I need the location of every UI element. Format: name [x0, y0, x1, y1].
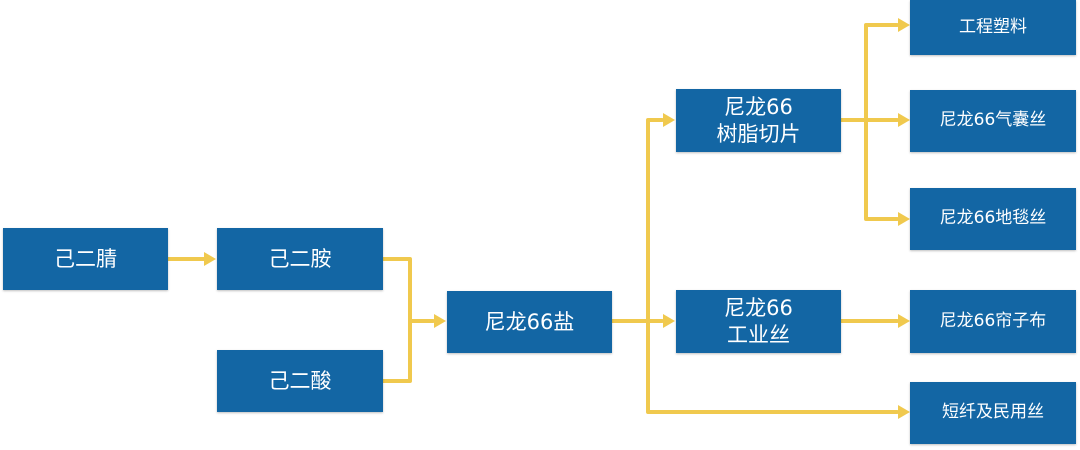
- arrowhead: [898, 314, 910, 328]
- node-nylon66-resin-chips: 尼龙66 树脂切片: [676, 89, 841, 152]
- node-label: 尼龙66帘子布: [939, 310, 1047, 331]
- connector-salt-to-staple-fiber: [646, 319, 899, 414]
- node-label: 尼龙66气囊丝: [939, 110, 1047, 131]
- node-label-line2: 工业丝: [727, 322, 790, 347]
- arrowhead: [663, 113, 675, 127]
- arrowhead: [204, 252, 216, 266]
- arrowhead: [898, 212, 910, 226]
- arrowhead: [898, 18, 910, 32]
- connector-salt-to-resin-chips: [646, 118, 664, 323]
- node-label: 己二腈: [54, 246, 117, 271]
- connector-adipic-acid-to-salt: [381, 319, 412, 383]
- node-hexamethylenediamine: 己二胺: [217, 228, 383, 290]
- node-nylon66-tire-cord: 尼龙66帘子布: [910, 290, 1076, 353]
- node-label: 短纤及民用丝: [942, 402, 1044, 423]
- node-nylon66-salt: 尼龙66盐: [447, 291, 612, 353]
- node-label-line2: 树脂切片: [716, 121, 801, 146]
- connector-resin-chips-to-engineering-plastics: [864, 23, 899, 122]
- arrowhead: [434, 314, 446, 328]
- node-adipic-acid: 己二酸: [217, 350, 383, 412]
- node-label-line1: 尼龙66: [724, 296, 793, 321]
- connector-hexamethylenediamine-to-salt: [381, 257, 435, 323]
- node-staple-fiber-civilian-yarn: 短纤及民用丝: [910, 382, 1076, 444]
- arrowhead: [898, 113, 910, 127]
- node-adiponitrile: 己二腈: [3, 228, 168, 290]
- node-label: 工程塑料: [959, 16, 1027, 37]
- node-label: 己二胺: [268, 246, 332, 271]
- arrowhead: [898, 405, 910, 419]
- node-label: 己二酸: [268, 368, 332, 393]
- node-label-line1: 尼龙66: [724, 95, 793, 120]
- node-nylon66-carpet-yarn: 尼龙66地毯丝: [910, 188, 1076, 250]
- node-label: 尼龙66盐: [484, 309, 575, 334]
- node-nylon66-airbag-yarn: 尼龙66气囊丝: [910, 90, 1076, 152]
- connector-resin-chips-to-carpet-yarn: [864, 118, 899, 221]
- node-engineering-plastics: 工程塑料: [910, 0, 1076, 55]
- arrowhead: [663, 314, 675, 328]
- node-nylon66-industrial-yarn: 尼龙66 工业丝: [676, 290, 841, 353]
- node-label: 尼龙66地毯丝: [939, 208, 1047, 229]
